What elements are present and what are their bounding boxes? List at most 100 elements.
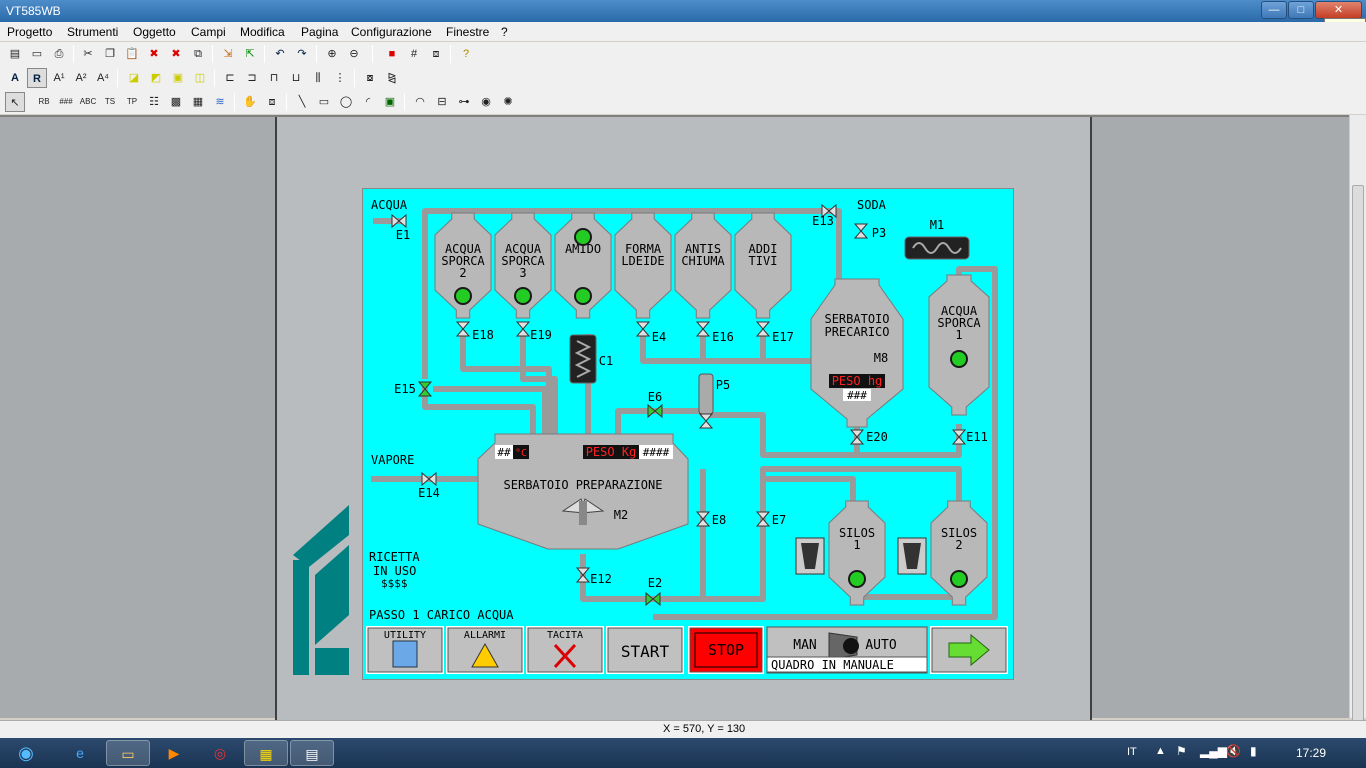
color-icon[interactable]: ■ <box>388 48 396 60</box>
ungroup-icon[interactable]: ◫ <box>194 72 206 84</box>
superscript4-icon[interactable]: A⁴ <box>96 72 110 84</box>
duplicate-icon[interactable]: ⧉ <box>194 48 202 60</box>
scroll-thumb[interactable] <box>1352 185 1364 760</box>
paste-icon[interactable]: 📋 <box>125 48 139 60</box>
center-v-icon[interactable]: ⋮ <box>334 72 346 84</box>
copy-icon[interactable]: ❐ <box>105 48 115 60</box>
field-bmp2-icon[interactable]: ▦ <box>192 96 204 108</box>
align-left-icon[interactable]: ⊏ <box>225 72 235 84</box>
valve-e2[interactable] <box>645 591 661 607</box>
valve-e12[interactable] <box>575 567 591 583</box>
valve-e17[interactable] <box>755 321 771 337</box>
ie-icon[interactable]: e <box>76 745 84 761</box>
arc-icon[interactable]: ◜ <box>365 96 371 108</box>
valve-e8[interactable] <box>695 511 711 527</box>
pointer-icon[interactable]: ↖ <box>5 92 25 112</box>
clock[interactable]: 17:29 <box>1296 746 1327 760</box>
media-player-icon[interactable]: ▶ <box>168 745 180 761</box>
menu-strumenti[interactable]: Strumenti <box>67 25 119 39</box>
language-indicator[interactable]: IT <box>1127 746 1137 758</box>
ellipse-icon[interactable]: ◯ <box>339 96 353 108</box>
line-icon[interactable]: ╲ <box>298 96 306 108</box>
coclea-c1[interactable] <box>569 334 597 384</box>
bold-icon[interactable]: R <box>27 68 47 88</box>
slider-icon[interactable]: ⊶ <box>458 96 470 108</box>
app-window-icon[interactable]: ▤ <box>290 740 334 766</box>
print-icon[interactable]: ⎙ <box>54 48 64 60</box>
superscript1-icon[interactable]: A¹ <box>53 72 65 84</box>
valve-e16[interactable] <box>695 321 711 337</box>
valve-p5[interactable] <box>698 413 714 429</box>
new-icon[interactable]: ▤ <box>9 48 21 60</box>
volume-icon[interactable]: 🔇 <box>1226 744 1241 758</box>
maximize-button[interactable]: □ <box>1288 1 1314 19</box>
valve-e7[interactable] <box>755 511 771 527</box>
align-right-icon[interactable]: ⊐ <box>247 72 257 84</box>
valve-e14[interactable] <box>421 471 437 487</box>
menu-progetto[interactable]: Progetto <box>7 25 53 39</box>
export-icon[interactable]: ⇱ <box>245 48 255 60</box>
superscript2-icon[interactable]: A² <box>75 72 87 84</box>
paint-icon[interactable]: ⧈ <box>268 96 276 108</box>
import-icon[interactable]: ⇲ <box>223 48 233 60</box>
vertical-scrollbar[interactable] <box>1349 115 1366 760</box>
center-h-icon[interactable]: ⫼ <box>315 72 321 84</box>
bar-icon[interactable]: ⊟ <box>437 96 447 108</box>
hand-icon[interactable]: ✋ <box>243 96 257 108</box>
menu-help[interactable]: ? <box>501 25 508 39</box>
bring-front-icon[interactable]: ◪ <box>128 72 140 84</box>
explorer-icon[interactable]: ▭ <box>106 740 150 766</box>
network-icon[interactable]: ▂▄▆ <box>1200 744 1227 758</box>
chrome-icon[interactable]: ◎ <box>213 745 227 761</box>
redo-icon[interactable]: ↷ <box>297 48 307 60</box>
minimize-button[interactable]: — <box>1261 1 1287 19</box>
menu-finestre[interactable]: Finestre <box>446 25 490 39</box>
rect-icon[interactable]: ▭ <box>318 96 330 108</box>
group-icon[interactable]: ▣ <box>172 72 184 84</box>
menu-pagina[interactable]: Pagina <box>301 25 339 39</box>
field-rb-icon[interactable]: RB <box>38 97 50 106</box>
menu-campi[interactable]: Campi <box>191 25 226 39</box>
align-bottom-icon[interactable]: ⊔ <box>291 72 301 84</box>
tacita-button[interactable] <box>526 626 604 674</box>
field-bmp-icon[interactable]: ▩ <box>170 96 182 108</box>
image-icon[interactable]: ▣ <box>384 96 396 108</box>
start-orb-icon[interactable]: ◉ <box>18 743 34 763</box>
field-abc-icon[interactable]: ABC <box>79 97 97 106</box>
align-top-icon[interactable]: ⊓ <box>269 72 279 84</box>
grid-icon[interactable]: # <box>410 48 418 60</box>
vt-designer-icon[interactable]: ▦ <box>244 740 288 766</box>
field-list-icon[interactable]: ☷ <box>149 96 159 108</box>
valve-e1[interactable] <box>391 213 407 229</box>
start-button[interactable] <box>606 626 684 674</box>
knob-icon[interactable]: ◉ <box>481 96 491 108</box>
open-icon[interactable]: ▭ <box>31 48 43 60</box>
delete-all-icon[interactable]: ✖ <box>171 48 181 60</box>
valve-e18[interactable] <box>455 321 471 337</box>
field-ts-icon[interactable]: TS <box>104 97 116 106</box>
field-tp-icon[interactable]: TP <box>126 97 138 106</box>
menu-modifica[interactable]: Modifica <box>240 25 285 39</box>
delete-icon[interactable]: ✖ <box>149 48 159 60</box>
layer-icon[interactable]: ⧈ <box>432 48 440 60</box>
field-graph-icon[interactable]: ≋ <box>215 96 225 108</box>
flip-icon[interactable]: ⧎ <box>387 72 397 84</box>
distribute-icon[interactable]: ⧇ <box>366 72 374 84</box>
undo-icon[interactable]: ↶ <box>275 48 285 60</box>
valve-p3[interactable] <box>853 223 869 239</box>
valve-e13[interactable] <box>821 203 837 219</box>
wheel-icon[interactable]: ✺ <box>503 96 513 108</box>
valve-e11[interactable] <box>951 429 967 445</box>
pump-p5[interactable] <box>698 373 714 415</box>
close-button[interactable]: ✕ <box>1315 1 1362 19</box>
zoom-out-icon[interactable]: ⊖ <box>349 48 359 60</box>
valve-e19[interactable] <box>515 321 531 337</box>
menu-oggetto[interactable]: Oggetto <box>133 25 176 39</box>
field-num-icon[interactable]: ### <box>59 97 73 106</box>
valve-e6[interactable] <box>647 403 663 419</box>
valve-e20[interactable] <box>849 429 865 445</box>
gauge-icon[interactable]: ◠ <box>415 96 425 108</box>
power-icon[interactable]: ▮ <box>1250 744 1257 758</box>
tray-arrow-icon[interactable]: ▲ <box>1155 745 1166 757</box>
